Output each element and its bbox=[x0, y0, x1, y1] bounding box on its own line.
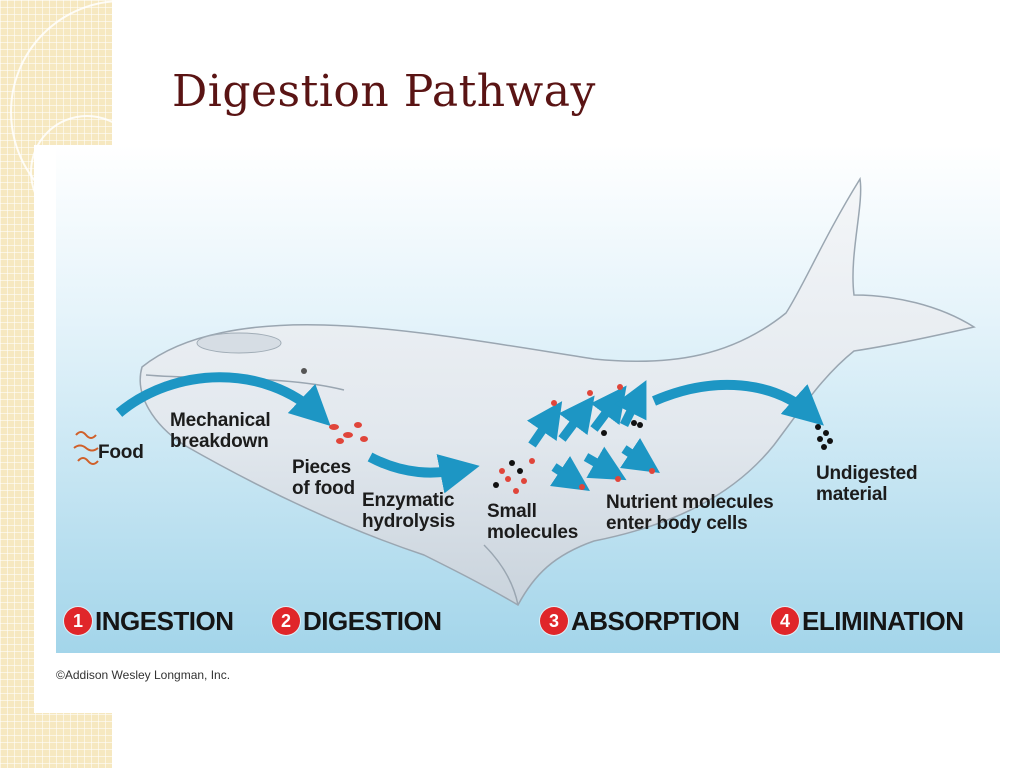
stage-name: ABSORPTION bbox=[571, 605, 740, 636]
label-pieces-of-food: Pieces of food bbox=[292, 457, 355, 499]
label-mechanical-breakdown: Mechanical breakdown bbox=[170, 410, 271, 452]
label-nutrient-molecules: Nutrient molecules enter body cells bbox=[606, 492, 774, 534]
slide-title: Digestion Pathway bbox=[172, 66, 596, 117]
stage-number-badge: 2 bbox=[272, 607, 300, 635]
stage-elimination: 4 ELIMINATION bbox=[771, 603, 964, 639]
copyright-credit: ©Addison Wesley Longman, Inc. bbox=[56, 668, 231, 682]
stage-name: DIGESTION bbox=[303, 605, 442, 636]
stage-number-badge: 4 bbox=[771, 607, 799, 635]
stage-name: ELIMINATION bbox=[802, 605, 964, 636]
label-food: Food bbox=[98, 442, 144, 463]
molecule-dot-icon bbox=[493, 384, 655, 494]
stage-ingestion: 1 INGESTION bbox=[64, 603, 234, 639]
stage-name: INGESTION bbox=[95, 605, 234, 636]
digestion-figure: Food Mechanical breakdown Pieces of food… bbox=[34, 145, 1000, 713]
food-squiggle-icon bbox=[73, 431, 99, 465]
label-small-molecules: Small molecules bbox=[487, 501, 579, 543]
arrow-icon bbox=[115, 372, 331, 426]
stage-digestion: 2 DIGESTION bbox=[272, 603, 442, 639]
stage-number-badge: 3 bbox=[540, 607, 568, 635]
absorption-arrows bbox=[526, 380, 660, 491]
label-undigested-material: Undigested material bbox=[816, 463, 918, 505]
undigested-material-dots bbox=[815, 424, 833, 450]
pieces-of-food-dots bbox=[329, 422, 368, 444]
figure-illustration bbox=[56, 145, 1000, 653]
arrow-icon bbox=[367, 452, 480, 494]
stage-number-badge: 1 bbox=[64, 607, 92, 635]
arrow-icon bbox=[652, 379, 824, 426]
label-enzymatic-hydrolysis: Enzymatic hydrolysis bbox=[362, 490, 456, 532]
stage-absorption: 3 ABSORPTION bbox=[540, 603, 740, 639]
